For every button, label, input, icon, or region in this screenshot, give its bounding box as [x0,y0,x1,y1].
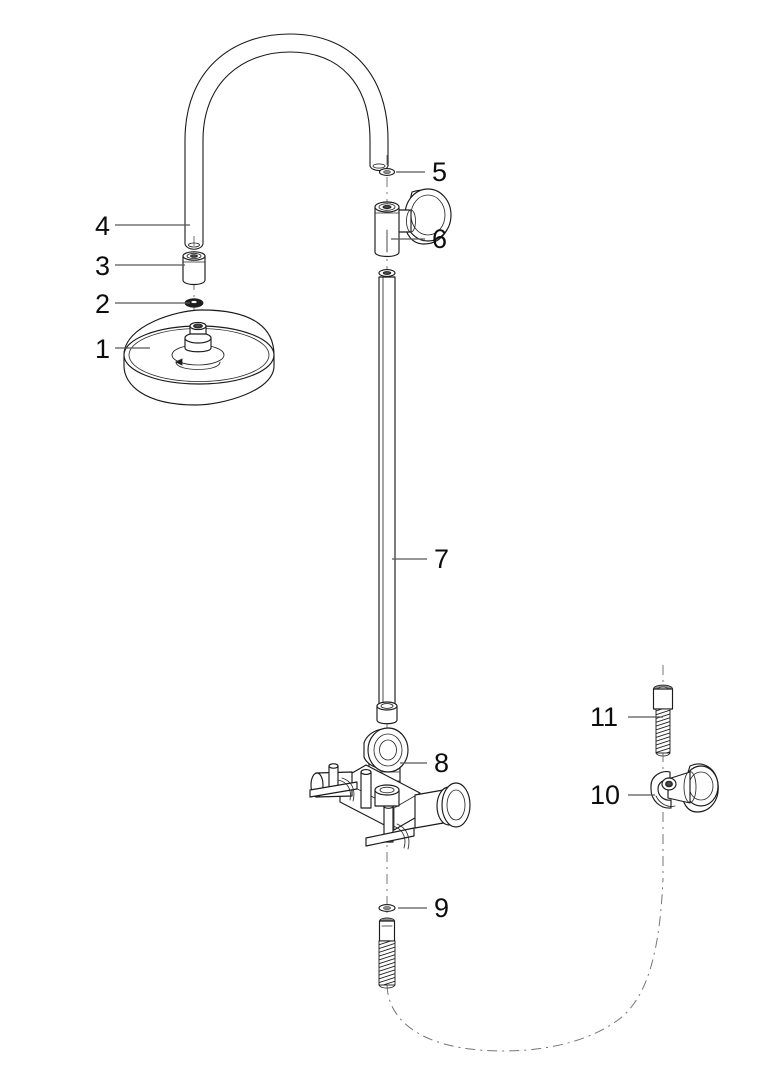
shower-arm-inlet-rim [188,242,200,248]
part-1-rain-shower-head [123,309,275,406]
valve-top-cap-inner2 [379,739,397,761]
callout-label-4: 4 [95,211,110,241]
valve-left-handle-arc [337,779,351,801]
valve-centre-bush-rim [374,784,400,796]
shower-head-swivel-arc [175,361,221,370]
shower-arm-inner-wall [202,51,371,245]
valve-left-stem-top [328,763,339,769]
callout-label-5: 5 [432,157,447,187]
leader-line-group [115,171,663,909]
cap-screw-tip [655,752,671,757]
part-9-threaded-stud-screw [378,904,396,989]
valve-center-stem [360,771,372,809]
callout-label-2: 2 [95,289,110,319]
shower-arm-bottom-tip [184,243,204,250]
part-2-sealing-washer [184,298,204,308]
part-4-curved-shower-arm [184,33,389,250]
valve-right-escutcheon-inner [446,789,466,821]
connector-body [182,255,206,286]
valve-top-cap-inner1 [373,733,403,767]
bracket-stub-end [406,209,416,233]
connector-top-bore [186,252,202,260]
callout-label-8: 8 [434,748,449,778]
connector-ball-seat [190,254,198,258]
cap-screw-threaded-shank [655,708,671,754]
part-11-socket-head-cap-screw [652,684,674,757]
shower-arm-outlet-rim [372,163,386,169]
shower-arm-outer-wall [184,33,389,245]
clip-lower-edge [655,795,676,807]
valve-centre-bush-bore [379,786,395,794]
stud-threaded-shank [378,940,396,986]
valve-right-escutcheon [441,782,471,828]
clip-u-shape [650,771,672,809]
hose-path-curve [386,877,664,1052]
stud-shank-tip [378,984,396,989]
valve-front-handle-arc2 [396,823,410,850]
callout-label-7: 7 [434,544,449,574]
valve-left-cross-bar [309,781,358,798]
valve-center-stem-top [360,769,372,775]
stud-head-body [378,920,396,942]
part-10-hose-retaining-clip [650,763,719,813]
clip-cone-base [683,771,697,803]
part-7-riser-pipe [376,276,398,725]
valve-front-handle-arc [392,825,406,849]
callout-label-3: 3 [95,251,110,281]
clip-bore [665,780,673,788]
shower-head-socket-bore [193,323,203,329]
callout-label-1: 1 [95,334,110,364]
centerline-group [193,155,664,1052]
callout-label-10: 10 [590,780,620,810]
bracket-barrel-bore-inner [382,204,392,210]
shower-head-swivel-arrow [175,358,183,366]
part-5-o-ring-seal [378,168,396,176]
riser-pipe-lower-collar [376,705,398,725]
riser-seal-inner [382,271,392,275]
part-8-exposed-mixer-valve [309,727,471,850]
part-3-ball-joint-connector [182,251,206,286]
bracket-barrel-bore-outer [378,203,396,211]
valve-left-handle-arc2 [341,777,355,802]
riser-pipe-body [378,276,396,707]
part-6-wall-bracket-elbow [374,188,452,258]
callout-label-9: 9 [434,893,449,923]
cap-screw-head-body [652,688,674,710]
callout-label-11: 11 [590,702,618,732]
riser-upper-seal [378,269,396,277]
callout-number-group: 1 2 3 4 5 6 7 8 9 10 11 [95,157,620,923]
riser-pipe-lower-bore [380,703,394,709]
washer-bore [190,300,198,304]
callout-label-6: 6 [432,224,447,254]
stud-washer-bore [383,906,391,910]
o-ring-inner [383,170,391,174]
shower-arm-right-tip [369,165,389,172]
